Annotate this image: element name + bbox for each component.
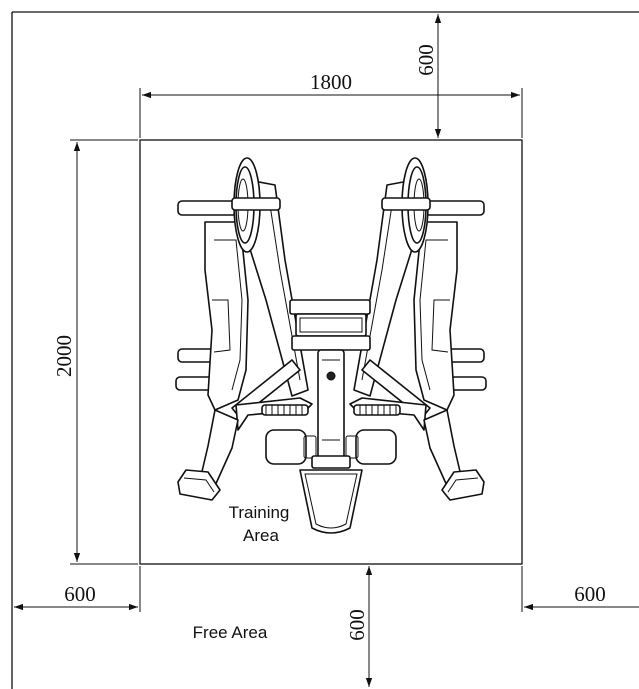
dimension-right-clearance-label: 600 bbox=[574, 582, 606, 606]
training-area-label-line2: Area bbox=[243, 526, 279, 545]
free-area-boundary bbox=[11, 11, 639, 689]
dimension-top-width: 1800 bbox=[139, 70, 523, 138]
training-area-square bbox=[139, 139, 523, 565]
dimension-left-height-label: 2000 bbox=[52, 335, 76, 377]
dimension-bottom-clearance-label: 600 bbox=[345, 609, 369, 641]
dimension-left-clearance-label: 600 bbox=[64, 582, 96, 606]
machine-half-left bbox=[175, 157, 317, 501]
training-area-label-line1: Training bbox=[229, 503, 290, 522]
dimension-bottom-clearance: 600 bbox=[345, 566, 373, 687]
dimension-left-height: 2000 bbox=[52, 139, 138, 565]
dimension-top-clearance-label: 600 bbox=[414, 44, 438, 76]
dimension-left-clearance: 600 bbox=[14, 566, 141, 612]
dimension-top-width-label: 1800 bbox=[310, 70, 352, 94]
free-area-label: Free Area bbox=[193, 623, 268, 642]
dimension-right-clearance: 600 bbox=[521, 566, 639, 612]
dimension-top-clearance: 600 bbox=[414, 14, 442, 138]
machine-icon bbox=[175, 157, 487, 534]
